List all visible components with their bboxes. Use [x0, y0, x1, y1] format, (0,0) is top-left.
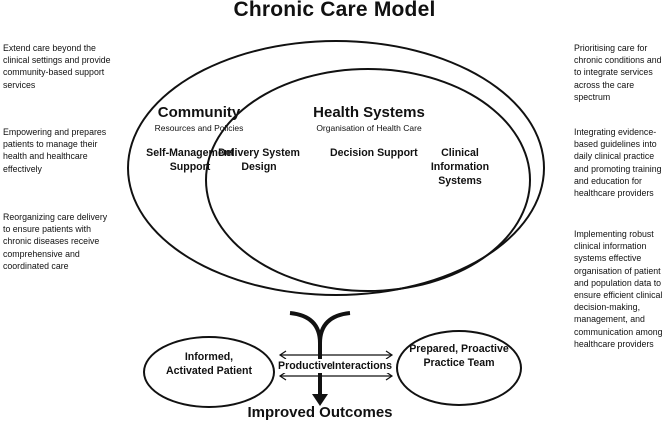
community-title: Community [157, 104, 241, 121]
informed-activated-patient: Informed, Activated Patient [166, 351, 252, 377]
left-note-1: Extend care beyond the clinical settings… [3, 43, 111, 90]
interactions-label: Interactions [332, 359, 393, 373]
health-systems-ellipse [205, 68, 531, 292]
left-note-3: Reorganizing care delivery to ensure pat… [3, 212, 108, 271]
health-systems-title: Health Systems [313, 104, 425, 121]
community-ellipse [127, 40, 545, 296]
improved-outcomes: Improved Outcomes [247, 404, 393, 421]
right-note-3: Implementing robust clinical information… [574, 229, 663, 349]
productive-label: Productive [278, 359, 333, 373]
clinical-information-systems: Clinical Information Systems [430, 147, 490, 187]
interaction-arrows [278, 350, 394, 381]
health-systems-subtitle: Organisation of Health Care [316, 123, 422, 133]
team-ellipse [396, 330, 522, 406]
diagram-title: Chronic Care Model [233, 0, 436, 21]
merge-arrow-head [312, 394, 328, 406]
left-note-2: Empowering and prepares patients to mana… [3, 127, 107, 174]
patient-ellipse [143, 336, 275, 408]
decision-support: Decision Support [330, 147, 418, 159]
community-subtitle: Resources and Policies [154, 123, 244, 133]
right-note-2: Integrating evidence-based guidelines in… [574, 127, 662, 199]
self-management-support: Self-Management Support [146, 147, 234, 173]
merge-arrow-left [289, 311, 322, 344]
merge-arrow-right [318, 311, 351, 344]
right-note-1: Prioritising care for chronic conditions… [574, 43, 662, 102]
delivery-system-design: Delivery System Design [218, 147, 300, 173]
prepared-proactive-team: Prepared, Proactive Practice Team [409, 343, 509, 369]
